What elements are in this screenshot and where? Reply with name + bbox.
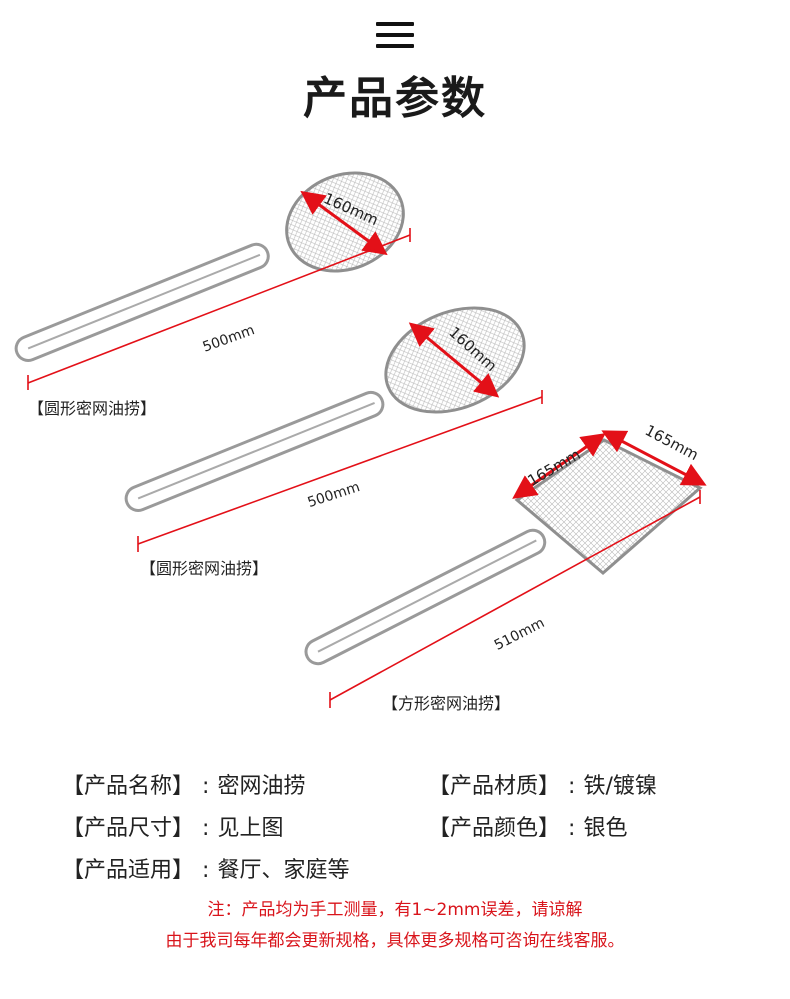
product-label: 【方形密网油捞】 (382, 694, 511, 713)
dimension-label: 500mm (201, 322, 257, 356)
spec-color: 【产品颜色】:银色 (428, 816, 628, 841)
spec-name: 【产品名称】:密网油捞 (62, 774, 306, 799)
product-label: 【圆形密网油捞】 (28, 399, 157, 418)
product-label: 【圆形密网油捞】 (140, 559, 269, 578)
spec-size: 【产品尺寸】:见上图 (62, 816, 284, 841)
square-skimmer: 165mm 165mm 510mm (304, 421, 707, 708)
page-title: 产品参数 (303, 73, 487, 124)
dimension-label: 510mm (492, 615, 547, 654)
hamburger-menu-icon[interactable] (376, 22, 414, 50)
spec-usage: 【产品适用】:餐厅、家庭等 (62, 858, 350, 883)
dimension-label: 500mm (306, 479, 362, 511)
disclaimer-line-2: 由于我司每年都会更新规格，具体更多规格可咨询在线客服。 (165, 931, 625, 951)
spec-material: 【产品材质】:铁/镀镍 (428, 774, 657, 799)
round-skimmer-1: 160mm 500mm (14, 171, 411, 390)
round-skimmer-2: 160mm 500mm (124, 306, 543, 552)
disclaimer-line-1: 注：产品均为手工测量，有1~2mm误差，请谅解 (207, 900, 583, 920)
product-illustrations: 160mm 500mm 160mm 500mm 165mm 165mm 51 (14, 171, 707, 708)
